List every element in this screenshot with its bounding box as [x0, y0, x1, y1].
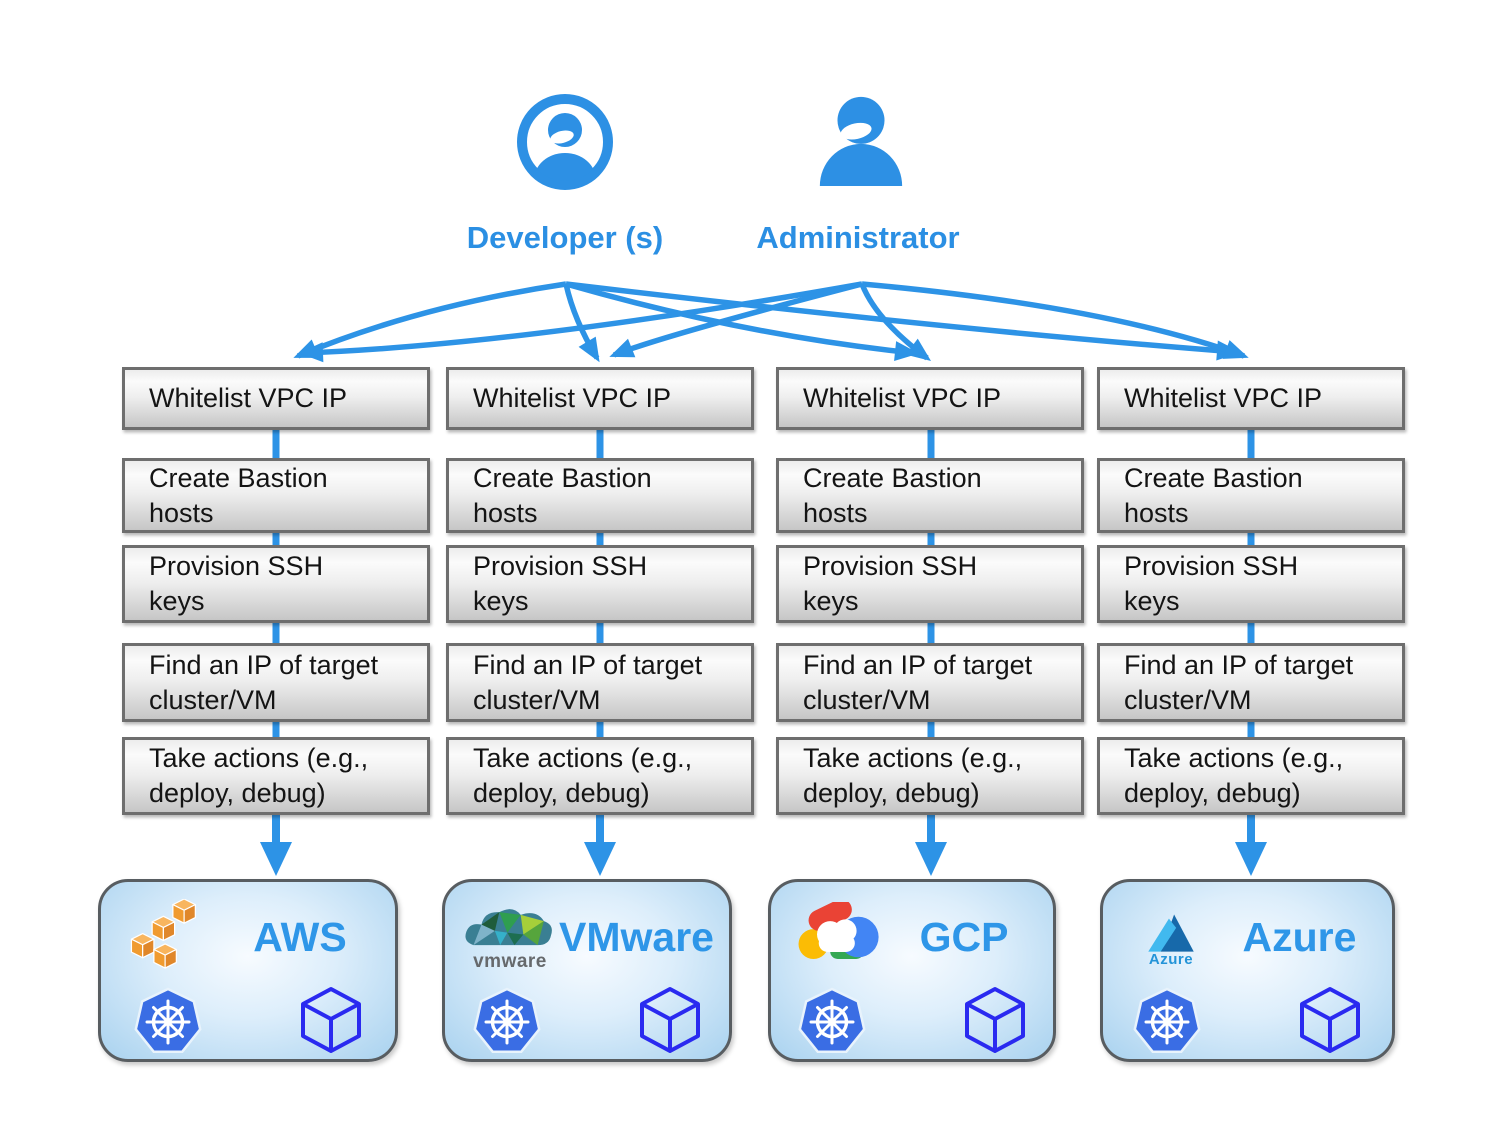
vm-cube-icon [964, 987, 1025, 1053]
aws-logo-icon [130, 899, 196, 969]
step-box: Whitelist VPC IP [1097, 367, 1405, 430]
step-label: Whitelist VPC IP [1124, 383, 1323, 413]
vm-cube-icon [639, 987, 700, 1053]
step-box: Create Bastion hosts [776, 458, 1084, 533]
step-label: Find an IP of target cluster/VM [803, 649, 1033, 715]
step-label: Create Bastion hosts [149, 462, 328, 528]
kubernetes-icon [797, 987, 866, 1053]
platform-card-aws: AWS [98, 879, 398, 1062]
step-box: Find an IP of target cluster/VM [776, 643, 1084, 722]
step-box: Take actions (e.g., deploy, debug) [1097, 737, 1405, 815]
administrator-label: Administrator [756, 220, 960, 255]
step-box: Provision SSH keys [776, 545, 1084, 623]
step-label: Provision SSH keys [149, 551, 324, 616]
step-label: Find an IP of target cluster/VM [1124, 649, 1354, 715]
step-label: Create Bastion hosts [473, 462, 652, 528]
step-label: Create Bastion hosts [803, 462, 982, 528]
step-box: Find an IP of target cluster/VM [1097, 643, 1405, 722]
step-box: Find an IP of target cluster/VM [446, 643, 754, 722]
step-label: Provision SSH keys [803, 551, 978, 616]
step-box: Provision SSH keys [446, 545, 754, 623]
step-label: Take actions (e.g., deploy, debug) [473, 743, 693, 808]
step-label: Whitelist VPC IP [473, 383, 672, 413]
platform-card-vmware: vmware VMware [442, 879, 732, 1062]
down-arrows-to-platforms [260, 814, 1267, 876]
step-box: Provision SSH keys [1097, 545, 1405, 623]
administrator-icon [819, 96, 903, 187]
platform-title: GCP [919, 913, 1009, 960]
platform-title: VMware [559, 913, 714, 960]
vm-cube-icon [300, 987, 361, 1053]
platform-card-gcp: GCP [768, 879, 1056, 1062]
step-label: Provision SSH keys [1124, 551, 1299, 616]
step-box: Create Bastion hosts [122, 458, 430, 533]
vmware-logo-caption: vmware [473, 950, 547, 972]
vm-cube-icon [1300, 987, 1360, 1053]
azure-logo-caption: Azure [1148, 950, 1194, 968]
step-box: Take actions (e.g., deploy, debug) [776, 737, 1084, 815]
step-box: Whitelist VPC IP [122, 367, 430, 430]
gcp-logo-icon [798, 902, 879, 959]
step-label: Find an IP of target cluster/VM [473, 649, 703, 715]
actor-fanout-arrows [293, 281, 1249, 363]
kubernetes-icon [133, 987, 202, 1053]
step-label: Take actions (e.g., deploy, debug) [149, 743, 369, 808]
azure-logo-icon [1148, 913, 1194, 952]
developer-icon [517, 94, 613, 190]
step-label: Provision SSH keys [473, 551, 648, 616]
vmware-logo-icon [465, 908, 552, 945]
step-label: Take actions (e.g., deploy, debug) [1124, 743, 1344, 808]
step-box: Take actions (e.g., deploy, debug) [446, 737, 754, 815]
step-label: Whitelist VPC IP [149, 383, 348, 413]
step-box: Whitelist VPC IP [446, 367, 754, 430]
platform-card-azure: Azure Azure [1100, 879, 1395, 1062]
step-box: Create Bastion hosts [446, 458, 754, 533]
step-label: Create Bastion hosts [1124, 462, 1303, 528]
platform-title: AWS [253, 913, 347, 960]
step-label: Whitelist VPC IP [803, 383, 1002, 413]
kubernetes-icon [1133, 987, 1201, 1053]
step-box: Take actions (e.g., deploy, debug) [122, 737, 430, 815]
step-box: Create Bastion hosts [1097, 458, 1405, 533]
developer-label: Developer (s) [466, 220, 664, 255]
step-box: Provision SSH keys [122, 545, 430, 623]
platform-title: Azure [1242, 913, 1357, 960]
step-box: Find an IP of target cluster/VM [122, 643, 430, 722]
step-label: Find an IP of target cluster/VM [149, 649, 379, 715]
kubernetes-icon [472, 987, 541, 1053]
step-label: Take actions (e.g., deploy, debug) [803, 743, 1023, 808]
step-box: Whitelist VPC IP [776, 367, 1084, 430]
